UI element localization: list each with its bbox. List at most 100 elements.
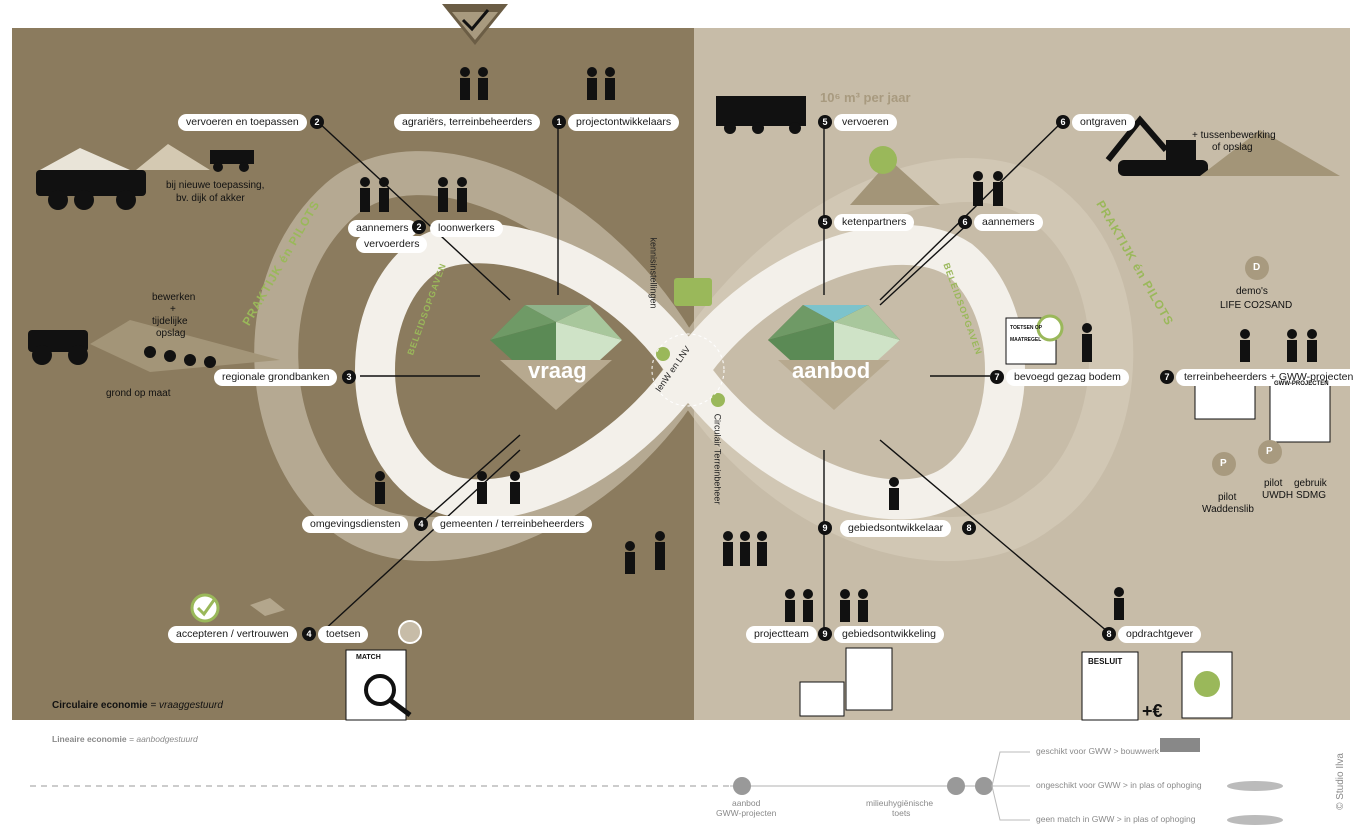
infinity-loop-inner: [355, 223, 1025, 520]
label-vervoerders: vervoerders: [356, 236, 428, 253]
text-life: LIFE CO2SAND: [1220, 300, 1293, 311]
label-vervoeren-toepassen: vervoeren en toepassen: [178, 114, 307, 131]
text-pilot-uwdh-b: UWDH: [1262, 490, 1294, 501]
conveyor-belt: [90, 320, 280, 372]
recycle-icon: [869, 146, 897, 174]
label-projectteam: projectteam: [746, 626, 817, 643]
people-icons: [360, 67, 1317, 622]
text-pilot-waddenslib-a: pilot: [1218, 492, 1237, 503]
text-milieu-b: toets: [892, 808, 911, 818]
vraag-diamond: [490, 305, 622, 410]
label-aannemers-right: aannemers: [974, 214, 1043, 231]
text-gebruik-a: gebruik: [1294, 478, 1327, 489]
linear-economy-title: Lineaire economie: [52, 734, 127, 744]
text-pilot-waddenslib-b: Waddenslib: [1202, 504, 1254, 515]
text-plus: +: [170, 304, 176, 315]
match-document-icon: [345, 620, 422, 721]
text-grond-op-maat: grond op maat: [106, 388, 171, 399]
text-toetsen-doc: TOETSEN OP MAATREGEL: [1010, 325, 1043, 343]
num-6b: 6: [958, 215, 972, 229]
num-4a: 4: [414, 517, 428, 531]
text-dijk-akker: bv. dijk of akker: [176, 193, 245, 204]
num-5b: 5: [818, 215, 832, 229]
linear-economy-label: Lineaire economie = aanbodgestuurd: [52, 734, 198, 744]
text-volume: 10⁶ m³ per jaar: [820, 90, 911, 105]
pin-p1-letter: P: [1220, 458, 1227, 469]
num-5a: 5: [818, 115, 832, 129]
aanbod-diamond: [768, 305, 900, 410]
pin-icons: [1212, 256, 1282, 476]
circular-economy-label: Circulaire economie = vraaggestuurd: [52, 700, 223, 712]
arrow-step-2: [947, 777, 965, 795]
label-ketenpartners: ketenpartners: [834, 214, 915, 231]
label-bevoegd: bevoegd gezag bodem: [1006, 369, 1129, 386]
accept-check-icon: [190, 593, 220, 623]
top-funnel-check-icon: [442, 4, 508, 45]
vraag-label: vraag: [528, 358, 587, 383]
text-ongeschikt: ongeschikt voor GWW > in plas of ophogin…: [1036, 780, 1202, 790]
text-demos: demo's: [1236, 286, 1268, 297]
pit-2: [1227, 815, 1283, 825]
info-icon: [656, 347, 670, 361]
text-gebruik-b: SDMG: [1296, 490, 1326, 501]
besluit-document-icon: [1081, 651, 1233, 721]
soil-pile-left-2: [136, 144, 210, 170]
label-grondbanken: regionale grondbanken: [214, 369, 338, 386]
soil-pile-left: [40, 148, 130, 170]
label-omgevingsdiensten: omgevingsdiensten: [302, 516, 409, 533]
text-milieu-a: milieuhygiënische: [866, 798, 934, 808]
arrow-step-3: [975, 777, 993, 795]
text-pilot-uwdh-a: pilot: [1264, 478, 1283, 489]
label-ontgraven: ontgraven: [1072, 114, 1135, 131]
num-6a: 6: [1056, 115, 1070, 129]
text-aanbod-a: aanbod: [732, 798, 761, 808]
text-nieuwe-toepassing: bij nieuwe toepassing,: [166, 180, 265, 191]
label-terreinbeheerders-gww: terreinbeheerders + GWW-projecten: [1176, 369, 1362, 386]
toetsen-maatregel-doc-icon: [1005, 314, 1064, 365]
label-toetsen: toetsen: [318, 626, 369, 643]
num-4b: 4: [302, 627, 316, 641]
kennis-label: kennisinstellingen: [648, 237, 659, 309]
soil-pile-ketenpartners: [850, 160, 940, 205]
num-8a: 8: [962, 521, 976, 535]
label-gemeenten: gemeenten / terreinbeheerders: [432, 516, 593, 533]
right-machinery: [716, 96, 1208, 176]
branch-lines: [991, 751, 1030, 821]
text-of-opslag: of opslag: [1212, 142, 1253, 153]
ienw-circle: [651, 333, 725, 407]
text-aanbod-b: GWW-projecten: [716, 808, 777, 818]
num-7a: 7: [990, 370, 1004, 384]
left-connector-lines: [317, 121, 559, 633]
circular-economy-sub: = vraaggestuurd: [150, 700, 223, 711]
pit-1: [1227, 781, 1283, 791]
pin-d-letter: D: [1253, 262, 1261, 273]
handshake-icon: [250, 598, 285, 616]
num-8b: 8: [1102, 627, 1116, 641]
num-2b: 2: [412, 220, 426, 234]
star-icon: [711, 393, 725, 407]
text-tussenbewerking: + tussenbewerking: [1192, 130, 1276, 141]
num-9a: 9: [818, 521, 832, 535]
aanbod-label: aanbod: [792, 358, 871, 383]
pin-p2-letter: P: [1266, 446, 1273, 457]
right-connector-lines: [823, 121, 1109, 633]
label-loonwerkers: loonwerkers: [430, 220, 503, 237]
circular-economy-title: Circulaire economie: [52, 700, 148, 711]
label-vervoeren: vervoeren: [834, 114, 897, 131]
linear-economy-sub: = aanbodgestuurd: [129, 734, 198, 744]
circulair-label: Circulair Terreinbeheer: [712, 413, 723, 505]
arrow-step-1: [733, 777, 751, 795]
text-match: MATCH: [356, 654, 381, 661]
label-gebiedsontwikkeling: gebiedsontwikkeling: [834, 626, 944, 643]
linear-economy-strip: [0, 720, 1364, 827]
text-bewerken: bewerken: [152, 292, 196, 303]
text-tijdelijke: tijdelijke: [152, 316, 188, 327]
num-2a: 2: [310, 115, 324, 129]
text-geen-match: geen match in GWW > in plas of ophoging: [1036, 814, 1196, 824]
num-3: 3: [342, 370, 356, 384]
label-gebiedsontwikkelaar: gebiedsontwikkelaar: [840, 520, 952, 537]
credit-label: © Studio Ilva: [1334, 753, 1346, 810]
num-7b: 7: [1160, 370, 1174, 384]
checklist-document-icon: [799, 647, 893, 717]
